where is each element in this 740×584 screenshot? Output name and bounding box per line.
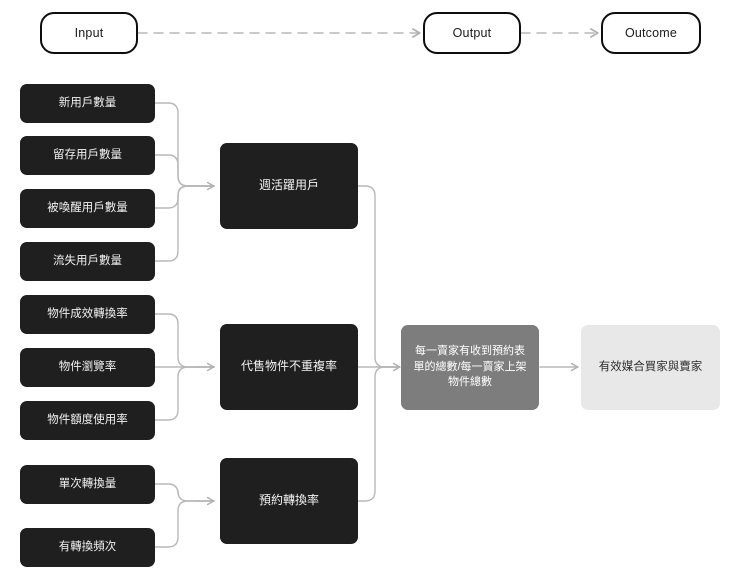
- input-new-users-label: 新用戶數量: [58, 97, 117, 110]
- input-single-conversion-volume-label: 單次轉換量: [58, 478, 117, 491]
- input-awakened-users[interactable]: 被喚醒用戶數量: [20, 189, 155, 228]
- input-item-view-rate[interactable]: 物件瀏覽率: [20, 348, 155, 387]
- input-awakened-users-label: 被喚醒用戶數量: [47, 202, 128, 215]
- metric-booking-conversion[interactable]: 預約轉換率: [220, 458, 358, 544]
- input-conversion-frequency[interactable]: 有轉換頻次: [20, 528, 155, 567]
- input-new-users[interactable]: 新用戶數量: [20, 84, 155, 123]
- connector-churned-users: [154, 185, 215, 262]
- connector-item-conversion: [154, 313, 215, 368]
- input-retained-users-label: 留存用戶數量: [53, 149, 122, 162]
- input-conversion-frequency-label: 有轉換頻次: [58, 541, 117, 554]
- connector-single-conversion: [154, 483, 215, 502]
- stage-outcome[interactable]: Outcome: [601, 12, 701, 54]
- input-item-conversion-rate-label: 物件成效轉換率: [47, 308, 128, 321]
- metric-booking-conversion-label: 預約轉換率: [258, 493, 319, 508]
- connector-retained-users: [154, 154, 215, 187]
- metric-weekly-active-users-label: 週活躍用戶: [258, 178, 319, 193]
- stage-output-label: Output: [452, 25, 492, 40]
- input-churned-users[interactable]: 流失用戶數量: [20, 242, 155, 281]
- output-formula[interactable]: 每一賣家有收到預約表單的總數/每一賣家上架物件總數: [401, 325, 539, 410]
- input-churned-users-label: 流失用戶數量: [53, 255, 122, 268]
- metric-weekly-active-users[interactable]: 週活躍用戶: [220, 143, 358, 229]
- input-item-conversion-rate[interactable]: 物件成效轉換率: [20, 295, 155, 334]
- stage-input-label: Input: [74, 25, 104, 40]
- input-retained-users[interactable]: 留存用戶數量: [20, 136, 155, 175]
- input-item-view-rate-label: 物件瀏覽率: [58, 361, 117, 374]
- connector-awakened-users: [154, 185, 215, 209]
- input-single-conversion-volume[interactable]: 單次轉換量: [20, 465, 155, 504]
- stage-input[interactable]: Input: [40, 12, 138, 54]
- stage-outcome-label: Outcome: [624, 25, 678, 40]
- input-item-quota-usage[interactable]: 物件額度使用率: [20, 401, 155, 440]
- connector-new-users: [154, 102, 215, 187]
- output-formula-label: 每一賣家有收到預約表單的總數/每一賣家上架物件總數: [413, 344, 527, 389]
- metric-unique-listing-rate-label: 代售物件不重複率: [240, 359, 337, 374]
- outcome-result-label: 有效媒合買家與賣家: [598, 361, 703, 374]
- stage-output[interactable]: Output: [423, 12, 521, 54]
- connector-conversion-frequency: [154, 500, 215, 548]
- outcome-result[interactable]: 有效媒合買家與賣家: [581, 325, 720, 410]
- input-item-quota-usage-label: 物件額度使用率: [47, 414, 128, 427]
- connector-booking-to-output: [357, 366, 399, 502]
- connector-weekly-active-to-output: [357, 185, 399, 368]
- metric-unique-listing-rate[interactable]: 代售物件不重複率: [220, 324, 358, 410]
- connector-item-quota: [154, 366, 215, 421]
